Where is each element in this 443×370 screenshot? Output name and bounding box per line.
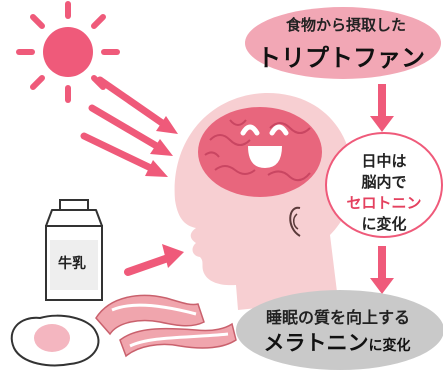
milk-carton-label: 牛乳: [58, 256, 86, 272]
flow-arrow-icon: [124, 244, 184, 276]
convert-label: に変化: [361, 215, 407, 233]
egg-icon: [10, 314, 100, 367]
melatonin-bubble: [236, 290, 443, 370]
serotonin-label: セロトニン: [346, 194, 422, 212]
tryptophan-caption: 食物から摂取した: [285, 16, 406, 34]
daytime-label: 日中は: [361, 152, 407, 170]
tryptophan-title: トリプトファン: [257, 44, 425, 72]
brain-icon: [198, 107, 322, 197]
melatonin-suffix: に変化: [368, 338, 411, 354]
sleep-quality-caption: 睡眠の質を向上する: [265, 308, 410, 327]
tryptophan-bubble: [245, 7, 441, 79]
in-brain-label: 脳内で: [361, 173, 407, 191]
bacon-icon: [95, 294, 237, 358]
milk-carton-icon: [45, 199, 103, 301]
serotonin-bubble: [325, 132, 443, 238]
melatonin-label: メラトニン: [263, 331, 369, 355]
light-ray-arrows: [80, 76, 178, 177]
flow-arrow-icon: [370, 84, 394, 132]
flow-arrow-icon: [370, 246, 394, 294]
melatonin-title: メラトニンに変化: [232, 327, 442, 357]
